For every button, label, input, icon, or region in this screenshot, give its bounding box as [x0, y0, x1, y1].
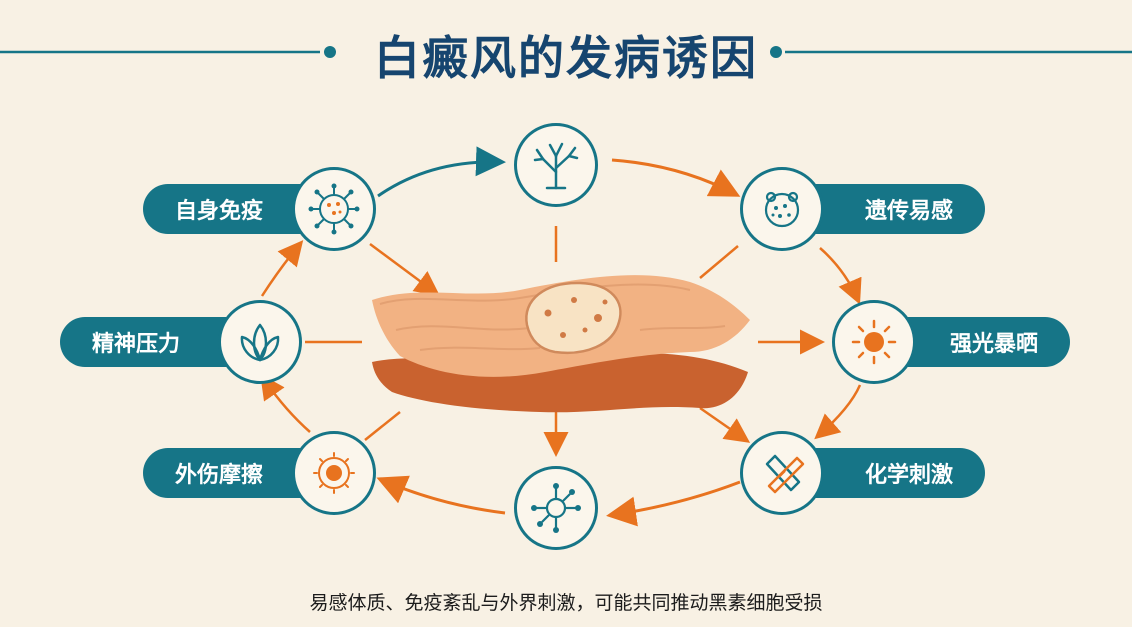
node-trauma: [292, 431, 376, 515]
arrow-molecule-to-trauma: [376, 475, 506, 515]
lotus-icon: [240, 323, 280, 362]
spoke-genetic: [699, 245, 739, 279]
sun-icon: [851, 319, 897, 365]
node-genetic: [740, 167, 824, 251]
arrow-tree-to-genetic: [611, 158, 741, 197]
arrow-sun-to-chemical: [814, 384, 862, 440]
spoke-chemical: [699, 406, 751, 443]
tree-icon: [533, 142, 579, 190]
arrow-immune-to-tree: [377, 146, 506, 198]
factor-label: 遗传易感: [864, 199, 953, 224]
title-dot-right: [770, 46, 782, 58]
spoke-trauma: [364, 411, 401, 441]
spoke-immune: [369, 242, 441, 296]
arrow-chemical-to-molecule: [606, 480, 741, 527]
molecule-icon: [531, 483, 581, 533]
node-autoimmune: [292, 167, 376, 251]
node-top: [514, 123, 598, 207]
page-title: 白癜风的发病诱因: [374, 31, 758, 85]
burst-icon: [313, 452, 355, 494]
skin-patch-icon: [372, 275, 750, 413]
title-dot-left: [324, 46, 336, 58]
factor-label: 自身免疫: [175, 199, 264, 224]
node-chemical: [740, 431, 824, 515]
arrow-genetic-to-sun: [819, 247, 862, 305]
arrow-trauma-to-stress: [260, 373, 311, 433]
factor-label: 化学刺激: [864, 463, 953, 488]
node-sunlight: [832, 300, 916, 384]
node-bottom: [514, 466, 598, 550]
crossed-tubes-icon: [765, 454, 805, 494]
arrow-stress-to-immune: [260, 240, 304, 297]
factor-label: 外伤摩擦: [175, 463, 264, 488]
factor-label: 强光暴晒: [949, 332, 1038, 357]
page-caption: 易感体质、免疫紊乱与外界刺激，可能共同推动黑素细胞受损: [309, 592, 823, 614]
cell-icon: [764, 191, 800, 228]
node-stress: [218, 300, 302, 384]
virus-icon: [308, 183, 360, 235]
factor-label: 精神压力: [92, 332, 181, 357]
